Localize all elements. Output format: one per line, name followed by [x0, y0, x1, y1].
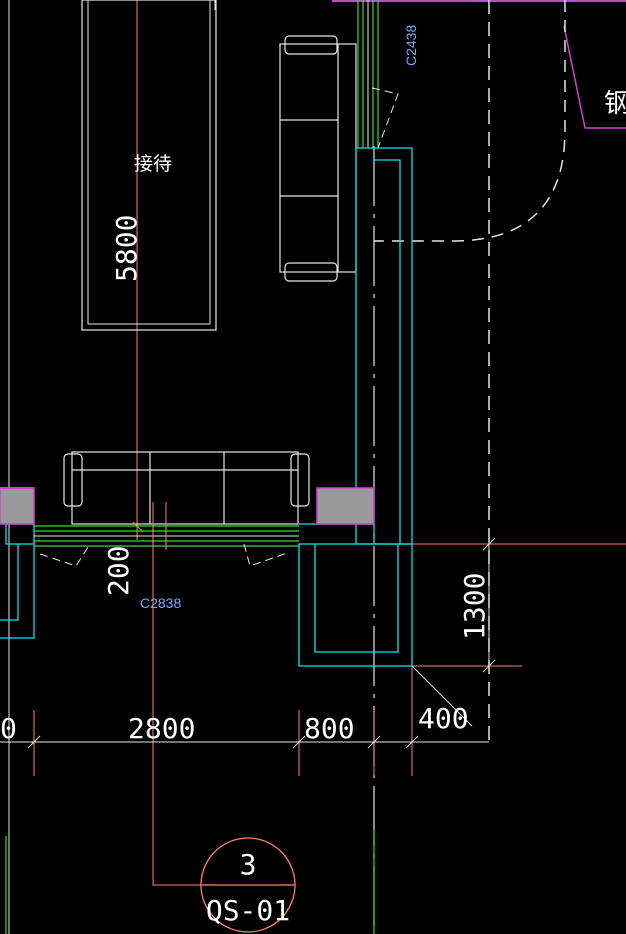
sofa-horizontal: [63, 451, 310, 525]
window-tag-top: C2438: [403, 25, 419, 66]
reception-table-inner: [87, 0, 211, 325]
dimension-chain-ticks: [27, 665, 473, 749]
reception-table-outer: [81, 0, 217, 331]
offset-dimension: 400: [418, 702, 469, 735]
room-label: 接待: [134, 153, 172, 175]
dimension-chain-extensions: [33, 666, 413, 776]
window-c2438: [357, 0, 399, 149]
door-swing-arc: [374, 0, 566, 242]
sofa-vertical: [279, 35, 357, 282]
cyan-wall: [0, 147, 413, 667]
table-length-dimension: 5800: [110, 215, 143, 282]
section-number: 3: [240, 848, 257, 881]
section-mark: 3 QS-01: [200, 837, 296, 933]
section-sheet: QS-01: [206, 894, 290, 927]
ledge-dimension: 1300: [458, 573, 491, 640]
ledge-dimension-lines: [412, 543, 626, 667]
ledge-dimension-ticks: [482, 530, 496, 673]
column-left: [0, 487, 35, 525]
partial-room-label: 钢: [604, 89, 626, 119]
column-middle: [316, 487, 375, 525]
bay-dimension: 2800: [128, 712, 195, 745]
window-tag-bottom: C2838: [140, 595, 181, 611]
partial-room-outline: [563, 25, 626, 129]
column-dimension: 800: [304, 712, 355, 745]
sill-tick: [132, 521, 144, 533]
section-lead-line: [152, 502, 202, 886]
left-partial-dimension: 0: [0, 712, 17, 745]
sill-dimension: 200: [102, 545, 135, 596]
